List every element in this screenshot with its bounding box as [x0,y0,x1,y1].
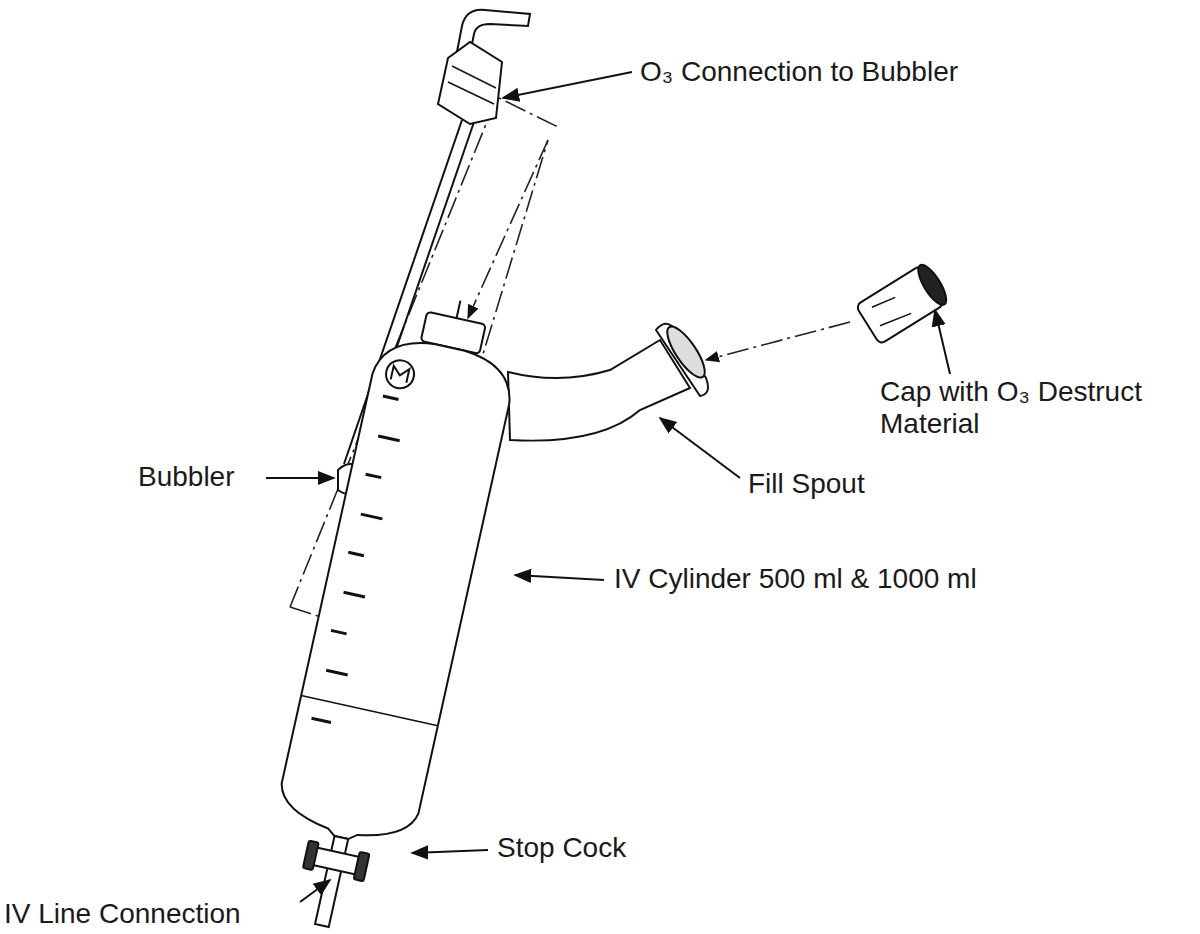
part-label: IV Line Connection [4,898,241,930]
insert-line [706,322,850,360]
part-label: O₃ Connection to Bubbler [640,56,958,88]
cap [856,261,952,345]
iv-cylinder [254,285,529,934]
part-label: Stop Cock [497,832,626,864]
part-label: Fill Spout [748,468,865,500]
part-label: IV Cylinder 500 ml & 1000 ml [614,563,977,595]
leader-lines [266,72,950,902]
part-label: Cap with O₃ Destruct Material [880,376,1198,440]
fill-spout [508,322,711,441]
part-label: Bubbler [138,461,235,493]
insert-line [468,140,548,318]
